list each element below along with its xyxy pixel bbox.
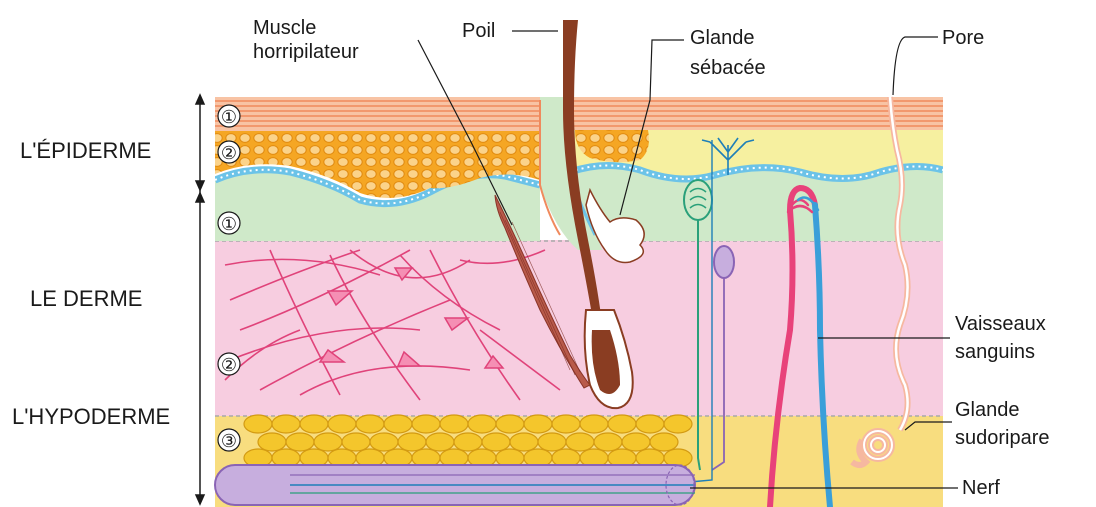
nerve-label: Nerf (962, 477, 1000, 499)
sebaceous-label-line2: sébacée (690, 57, 766, 79)
fat-cell (398, 433, 426, 451)
fat-cell (468, 415, 496, 433)
fat-cell (566, 433, 594, 451)
fat-cell (622, 433, 650, 451)
hair-label: Poil (462, 20, 495, 42)
epidermis-label: L'ÉPIDERME (20, 138, 151, 163)
fat-cell (314, 433, 342, 451)
hypodermis-label: L'HYPODERME (12, 404, 170, 429)
fat-cell (440, 415, 468, 433)
fat-cell (426, 433, 454, 451)
fat-cell (244, 415, 272, 433)
fat-cell (510, 433, 538, 451)
fat-cell (664, 415, 692, 433)
nerve-bundle (215, 465, 695, 505)
fat-cell (538, 433, 566, 451)
fat-cell (258, 433, 286, 451)
fat-cell (286, 433, 314, 451)
hypodermis-sublayer-3: ③ (221, 431, 237, 451)
fat-cell (412, 415, 440, 433)
fat-cell (454, 433, 482, 451)
fat-cell (328, 415, 356, 433)
fat-cell (650, 433, 678, 451)
layer-bracket (196, 95, 204, 504)
stratum-corneum (570, 97, 943, 130)
fat-cell (356, 415, 384, 433)
muscle-label-line1: Muscle (253, 17, 316, 39)
fat-cell (370, 433, 398, 451)
fat-cell (384, 415, 412, 433)
fat-cell (580, 415, 608, 433)
vessels-label-line1: Vaisseaux (955, 313, 1046, 335)
fat-cell (272, 415, 300, 433)
fat-cell (552, 415, 580, 433)
dermis-sublayer-1: ① (221, 214, 237, 234)
fat-cell (524, 415, 552, 433)
dermis-sublayer-2: ② (221, 355, 237, 375)
reticular-dermis-layer (215, 240, 943, 416)
epidermis-sublayer-1: ① (221, 107, 237, 127)
sweat-gland-label-line2: sudoripare (955, 427, 1050, 449)
sebaceous-label-line1: Glande (690, 27, 755, 49)
epidermis-left (215, 97, 540, 241)
muscle-label-line2: horripilateur (253, 41, 359, 63)
fat-cell (636, 415, 664, 433)
fat-cell (608, 415, 636, 433)
vessels-label-line2: sanguins (955, 341, 1035, 363)
fat-cells (244, 415, 692, 467)
fat-cell (300, 415, 328, 433)
fat-cell (342, 433, 370, 451)
pore-label: Pore (942, 27, 984, 49)
sweat-gland-label-line1: Glande (955, 399, 1020, 421)
fat-cell (496, 415, 524, 433)
dermis-label: LE DERME (30, 286, 142, 311)
fat-cell (482, 433, 510, 451)
fat-cell (594, 433, 622, 451)
epidermis-sublayer-2: ② (221, 143, 237, 163)
